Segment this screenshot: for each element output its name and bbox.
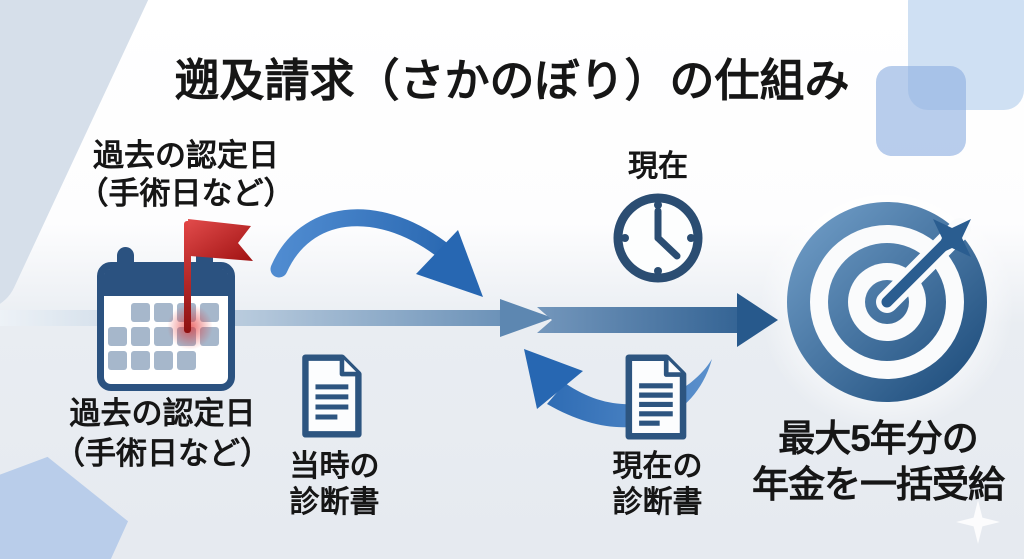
then-certificate-label: 当時の 診断書 (262, 449, 407, 521)
past-date-label-top-line1: 過去の認定日 (93, 138, 279, 173)
result-label: 最大5年分の 年金を一括受給 (730, 416, 1024, 508)
now-certificate-label-line2: 診断書 (612, 486, 703, 519)
past-date-label-top: 過去の認定日 （手術日など） (58, 137, 314, 213)
past-date-label-bottom: 過去の認定日 （手術日など） (30, 394, 295, 474)
red-flag-icon (188, 219, 253, 261)
now-certificate-label-line1: 現在の (612, 450, 703, 483)
target-with-dart-icon (787, 202, 987, 402)
result-label-line2: 年金を一括受給 (752, 464, 1005, 505)
curved-arrow-back (524, 349, 712, 428)
decoration-square-small (876, 66, 966, 156)
diagram-title: 遡及請求（さかのぼり）の仕組み (174, 55, 850, 106)
timeline-arrowhead-end (737, 293, 778, 347)
now-label: 現在 (628, 150, 688, 183)
curved-arrow-forward (270, 209, 483, 297)
dart-fletching (933, 219, 971, 257)
result-label-line1: 最大5年分の (778, 418, 979, 459)
clock-icon (613, 193, 703, 283)
document-icon (302, 354, 362, 438)
then-certificate-label-line2: 診断書 (289, 486, 380, 519)
then-certificate-label-line1: 当時の (289, 450, 380, 483)
calendar-header (104, 269, 228, 296)
timeline-band-dark (537, 307, 737, 333)
now-certificate-label: 現在の 診断書 (585, 449, 730, 521)
flag-pole (184, 221, 191, 333)
timeline-arrowhead-mid (500, 299, 553, 337)
past-date-label-top-line2: （手術日など） (77, 176, 295, 211)
past-date-label-bottom-line2: （手術日など） (54, 436, 271, 471)
past-date-label-bottom-line1: 過去の認定日 (69, 396, 256, 431)
document-icon (625, 354, 687, 440)
